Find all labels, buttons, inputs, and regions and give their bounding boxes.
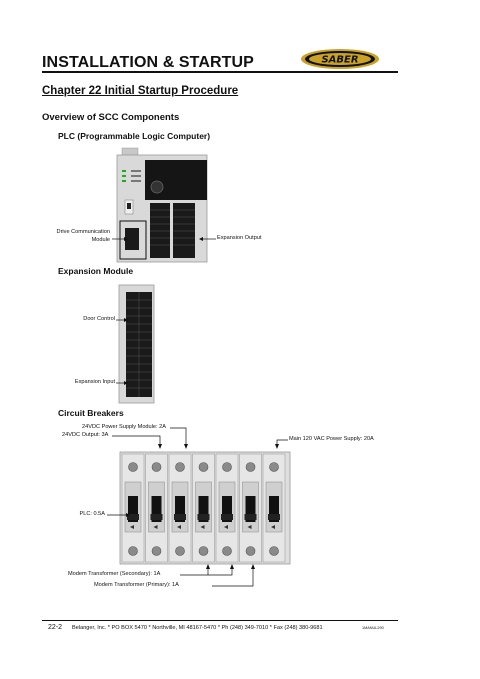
breaker-module: [239, 453, 262, 563]
footer-doc-code: 1MANUL290: [362, 626, 384, 630]
label-24vdc-output: 24VDC Output: 3A: [62, 432, 109, 438]
breaker-module: [168, 453, 192, 563]
breaker-module: [262, 453, 286, 563]
breaker-module: [145, 453, 168, 563]
label-expansion-output: Expansion Output: [217, 235, 262, 241]
breaker-module: [192, 453, 215, 563]
label-modem-primary: Modem Transformer (Primary): 1A: [94, 582, 179, 588]
breaker-module: [121, 453, 145, 563]
page-title: INSTALLATION & STARTUP: [42, 54, 254, 71]
section-title: Overview of SCC Components: [42, 112, 180, 123]
label-expansion-input: Expansion Input: [74, 379, 115, 385]
logo-graphic: SABER: [301, 49, 379, 69]
breaker-panel: [119, 451, 291, 565]
label-drive-module: Module: [91, 237, 110, 243]
label-drive-communication: Drive Communication: [56, 229, 110, 235]
chapter-title: Chapter 22 Initial Startup Procedure: [42, 85, 239, 97]
saber-logo: SABER: [300, 48, 380, 70]
circuit-breakers-title: Circuit Breakers: [58, 408, 124, 418]
header-rule: [42, 71, 398, 73]
expansion-module-title: Expansion Module: [58, 266, 134, 276]
label-modem-secondary: Modem Transformer (Secondary): 1A: [68, 571, 161, 577]
plc-title: PLC (Programmable Logic Computer): [58, 131, 211, 141]
footer-address: Belanger, Inc. * PO BOX 5470 * Northvill…: [72, 625, 323, 631]
label-24vdc-power-supply: 24VDC Power Supply Module: 2A: [82, 424, 166, 430]
page-number: 22-2: [48, 624, 63, 631]
plc-device: [116, 147, 208, 263]
label-door-control: Door Control: [83, 316, 115, 322]
expansion-module-device: [118, 284, 155, 404]
footer-rule: [42, 620, 398, 621]
logo-text: SABER: [321, 55, 358, 66]
breaker-module: [215, 453, 239, 563]
label-main-120vac: Main 120 VAC Power Supply: 20A: [289, 436, 374, 442]
label-plc-breaker: PLC: 0.5A: [79, 511, 106, 517]
